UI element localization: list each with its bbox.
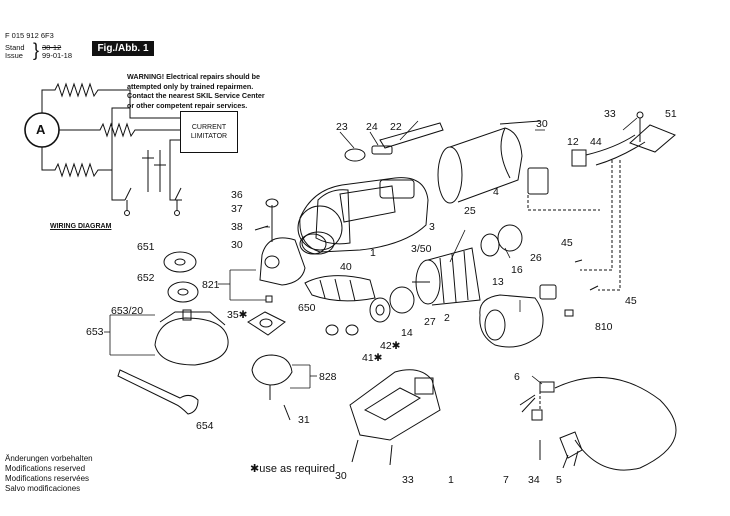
- part-label: 653: [86, 326, 104, 338]
- part-label: 30: [231, 239, 243, 251]
- use-as-required-note: ✱use as required: [250, 463, 336, 475]
- part-label: 654: [196, 420, 214, 432]
- part-label: 45: [625, 295, 637, 307]
- part-label: 34: [528, 474, 540, 486]
- switch-parts-drawing: [344, 122, 444, 162]
- part-label: 31: [298, 414, 310, 426]
- modification-de: Änderungen vorbehalten: [5, 454, 93, 463]
- part-label: 12: [567, 136, 579, 148]
- motor-housing-drawing: [297, 177, 429, 253]
- part-label: 651: [137, 241, 155, 253]
- part-label: 821: [202, 279, 220, 291]
- modification-es: Salvo modificaciones: [5, 484, 81, 493]
- part-label: 23: [336, 121, 348, 133]
- warning-notice: WARNING! Electrical repairs should be at…: [127, 72, 265, 110]
- part-label: 828: [319, 371, 337, 383]
- warning-line-2: attempted only by trained repairmen.: [127, 81, 254, 91]
- figure-label: Fig./Abb. 1: [92, 41, 154, 56]
- modification-en: Modifications reserved: [5, 464, 86, 473]
- part-label: 16: [511, 264, 523, 276]
- bearing-plate-drawing: [247, 311, 359, 421]
- part-label: 14: [401, 327, 413, 339]
- stand-value: 38-12: [42, 43, 62, 52]
- part-label: 13: [492, 276, 504, 288]
- flanges-drawing: [163, 251, 199, 303]
- warning-line-4: or other competent repair services.: [127, 100, 248, 110]
- part-label: 45: [561, 237, 573, 249]
- part-label: 30: [335, 470, 347, 482]
- part-label: 37: [231, 203, 243, 215]
- part-label: 33: [604, 108, 616, 120]
- part-label: 3/50: [411, 243, 432, 255]
- part-label: 810: [595, 321, 613, 333]
- part-label: 3: [429, 221, 435, 233]
- part-label: 7: [503, 474, 509, 486]
- part-label: 22: [390, 121, 402, 133]
- part-label: 6: [514, 371, 520, 383]
- limiter-label-2: LIMITATOR: [190, 133, 228, 140]
- switch-rod-drawing: [629, 111, 676, 153]
- part-label: 653/20: [111, 305, 144, 317]
- part-label: 40: [340, 261, 352, 273]
- part-label: 652: [137, 272, 155, 284]
- motor-symbol: A: [36, 122, 46, 137]
- part-label: 38: [231, 221, 243, 233]
- part-label: 35✱: [227, 309, 248, 321]
- modifications-notice: Änderungen vorbehalten Modifications res…: [5, 454, 93, 494]
- warning-line-1: WARNING! Electrical repairs should be: [127, 72, 260, 81]
- part-label: 42✱: [380, 340, 401, 352]
- part-label: 650: [298, 302, 316, 314]
- part-label: 44: [590, 136, 602, 148]
- part-label: 24: [366, 121, 378, 133]
- current-limiter-box: CURRENT LIMITATOR: [180, 111, 238, 153]
- part-label: 25: [464, 205, 476, 217]
- field-stator-drawing: [479, 259, 599, 348]
- wiring-schematic: [24, 82, 182, 216]
- part-label: 41✱: [362, 352, 383, 364]
- part-label: 51: [665, 108, 677, 120]
- guide-lines: [527, 160, 621, 410]
- side-handle-drawing: [304, 275, 376, 302]
- part-label: 4: [493, 186, 499, 198]
- issue-label: Issue: [5, 51, 23, 60]
- part-label: 5: [556, 474, 562, 486]
- part-label: 26: [530, 252, 542, 264]
- part-label: 2: [444, 312, 450, 324]
- stand-label: Stand: [5, 43, 25, 52]
- power-cord-drawing: [519, 377, 677, 471]
- connector-drawing: [527, 134, 646, 195]
- wiring-diagram-caption: WIRING DIAGRAM: [50, 223, 112, 230]
- gear-head-drawing: [254, 198, 335, 303]
- housing-cover-drawing: [437, 120, 541, 204]
- wheel-guard-drawing: [154, 309, 229, 366]
- part-label: 27: [424, 316, 436, 328]
- limiter-label-1: CURRENT: [191, 124, 227, 131]
- doc-code: F 015 912 6F3: [5, 31, 54, 40]
- part-label: 1: [448, 474, 454, 486]
- part-label: 30: [536, 118, 548, 130]
- part-label: 33: [402, 474, 414, 486]
- brace-symbol: }: [33, 40, 40, 60]
- issue-value: 99-01-18: [42, 51, 73, 60]
- rear-housing-drawing: [349, 369, 441, 466]
- leader-lines: [104, 117, 638, 389]
- spanner-drawing: [117, 369, 199, 415]
- bearings-drawing: [299, 233, 415, 323]
- warning-line-3: Contact the nearest SKIL Service Center: [127, 91, 265, 100]
- part-label: 1: [370, 247, 376, 259]
- armature-drawing: [412, 224, 523, 306]
- modification-fr: Modifications reservées: [5, 474, 90, 483]
- part-label: 36: [231, 189, 243, 201]
